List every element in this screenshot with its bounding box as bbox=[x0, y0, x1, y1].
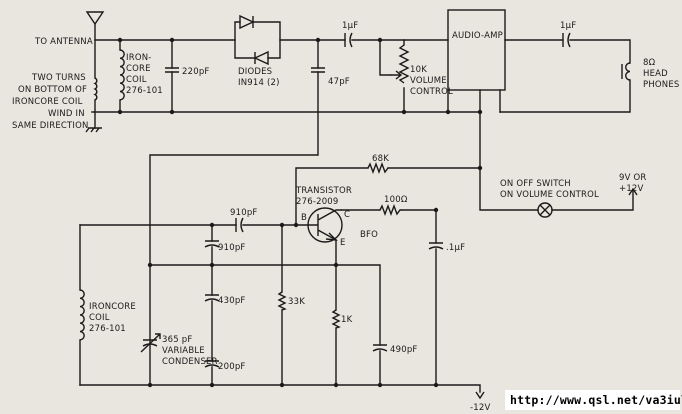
label-bfo: BFO bbox=[360, 230, 378, 240]
svg-text:IRONCORE: IRONCORE bbox=[89, 302, 136, 312]
svg-text:SAME DIRECTION: SAME DIRECTION bbox=[12, 121, 89, 131]
svg-text:CONTROL: CONTROL bbox=[410, 87, 453, 97]
svg-text:ON BOTTOM OF: ON BOTTOM OF bbox=[18, 85, 87, 95]
label-910pf-a: 910pF bbox=[230, 208, 258, 218]
volume-pot-icon bbox=[390, 44, 410, 84]
label-variable-condenser: 365 pF VARIABLE CONDENSER bbox=[162, 335, 218, 367]
antenna-coil-icon bbox=[93, 77, 98, 101]
svg-text:TRANSISTOR: TRANSISTOR bbox=[295, 186, 352, 196]
wires bbox=[79, 21, 634, 393]
svg-text:ON VOLUME CONTROL: ON VOLUME CONTROL bbox=[500, 190, 599, 200]
headphones-icon bbox=[621, 62, 631, 81]
label-iron-coil-bottom: IRONCORE COIL 276-101 bbox=[89, 302, 136, 334]
resistor-68k-icon bbox=[367, 162, 389, 174]
svg-text:+12V: +12V bbox=[619, 184, 644, 194]
label-1uf-a: 1µF bbox=[342, 21, 358, 31]
capacitor-01uf-icon bbox=[428, 242, 444, 250]
iron-core-coil-bottom-icon bbox=[79, 289, 85, 341]
label-pin-e: E bbox=[340, 238, 346, 248]
label-01uf: .1µF bbox=[446, 243, 465, 253]
label-430pf: 430pF bbox=[218, 296, 246, 306]
svg-text:COIL: COIL bbox=[126, 75, 147, 85]
svg-text:ON OFF SWITCH: ON OFF SWITCH bbox=[500, 179, 571, 189]
label-47pf: 47pF bbox=[328, 77, 350, 87]
source-url[interactable]: http://www.qsl.net/va3iul/ bbox=[510, 393, 682, 407]
label-200pf: 200pF bbox=[218, 362, 246, 372]
audio-amp-box bbox=[447, 9, 506, 91]
capacitor-910pf-b-icon bbox=[204, 240, 220, 248]
supply-arrow-icon bbox=[628, 187, 638, 196]
svg-text:9V OR: 9V OR bbox=[619, 173, 647, 183]
svg-text:WIND IN: WIND IN bbox=[48, 109, 85, 119]
lamp-icon bbox=[537, 202, 553, 218]
label-audio-amp: AUDIO-AMP bbox=[452, 31, 503, 41]
svg-text:CORE: CORE bbox=[126, 64, 151, 74]
label-33k: 33K bbox=[288, 297, 305, 307]
label-neg-12v: -12V bbox=[470, 403, 491, 413]
svg-text:276-101: 276-101 bbox=[89, 324, 126, 334]
label-transistor: TRANSISTOR 276-2009 bbox=[295, 186, 352, 207]
variable-capacitor-icon bbox=[140, 333, 161, 353]
svg-text:VARIABLE: VARIABLE bbox=[162, 346, 205, 356]
label-to-antenna: TO ANTENNA bbox=[34, 37, 93, 47]
label-68k: 68K bbox=[372, 154, 389, 164]
svg-text:DIODES: DIODES bbox=[238, 67, 272, 77]
label-220pf: 220pF bbox=[182, 67, 210, 77]
capacitor-1uf-a-icon bbox=[344, 32, 353, 48]
svg-text:8Ω: 8Ω bbox=[643, 58, 656, 68]
capacitor-490pf-icon bbox=[372, 344, 388, 352]
svg-text:IN914 (2): IN914 (2) bbox=[238, 78, 280, 88]
iron-core-coil-top-icon bbox=[119, 49, 125, 101]
svg-text:VOLUME: VOLUME bbox=[410, 76, 447, 86]
label-two-turns: TWO TURNS ON BOTTOM OF IRONCORE COIL WIN… bbox=[12, 73, 89, 131]
label-supply: 9V OR +12V bbox=[619, 173, 647, 194]
svg-text:CONDENSER: CONDENSER bbox=[162, 357, 218, 367]
label-pin-c: C bbox=[344, 210, 350, 220]
label-diodes: DIODES IN914 (2) bbox=[238, 67, 280, 88]
svg-text:COIL: COIL bbox=[89, 313, 110, 323]
resistor-100-icon bbox=[379, 204, 402, 216]
svg-text:HEAD: HEAD bbox=[643, 69, 668, 79]
svg-text:10K: 10K bbox=[410, 65, 427, 75]
svg-text:PHONES: PHONES bbox=[643, 80, 680, 90]
capacitor-200pf-icon bbox=[204, 360, 220, 368]
resistor-33k-icon bbox=[277, 291, 287, 311]
label-1k: 1K bbox=[341, 315, 353, 325]
url-background bbox=[505, 390, 680, 410]
transistor-icon bbox=[307, 207, 343, 243]
capacitor-1uf-b-icon bbox=[562, 32, 571, 48]
svg-text:365 pF: 365 pF bbox=[162, 335, 192, 345]
svg-text:276-101: 276-101 bbox=[126, 86, 163, 96]
capacitor-47pf-icon bbox=[311, 67, 325, 73]
ground-icon bbox=[85, 127, 102, 133]
label-head-phones: 8Ω HEAD PHONES bbox=[643, 58, 680, 90]
junction-dots bbox=[117, 37, 483, 388]
label-490pf: 490pF bbox=[390, 345, 418, 355]
label-iron-coil-top: IRON- CORE COIL 276-101 bbox=[126, 53, 163, 96]
svg-text:276-2009: 276-2009 bbox=[296, 197, 339, 207]
capacitor-430pf-icon bbox=[204, 294, 220, 302]
diode-icon bbox=[239, 14, 269, 66]
svg-text:IRONCORE COIL: IRONCORE COIL bbox=[12, 97, 83, 107]
label-switch: ON OFF SWITCH ON VOLUME CONTROL bbox=[500, 179, 599, 200]
neg-supply-arrow-icon bbox=[475, 391, 485, 400]
capacitor-220pf-icon bbox=[165, 67, 179, 73]
svg-text:IRON-: IRON- bbox=[126, 53, 152, 63]
label-1uf-b: 1µF bbox=[560, 21, 576, 31]
label-volume: 10K VOLUME CONTROL bbox=[410, 65, 453, 97]
antenna-icon bbox=[85, 11, 105, 26]
label-100-ohm: 100Ω bbox=[384, 195, 408, 205]
svg-text:TWO TURNS: TWO TURNS bbox=[31, 73, 86, 83]
capacitor-910pf-a-icon bbox=[235, 217, 244, 233]
label-910pf-b: 910pF bbox=[218, 243, 246, 253]
label-pin-b: B bbox=[301, 213, 307, 223]
resistor-1k-icon bbox=[331, 309, 341, 329]
